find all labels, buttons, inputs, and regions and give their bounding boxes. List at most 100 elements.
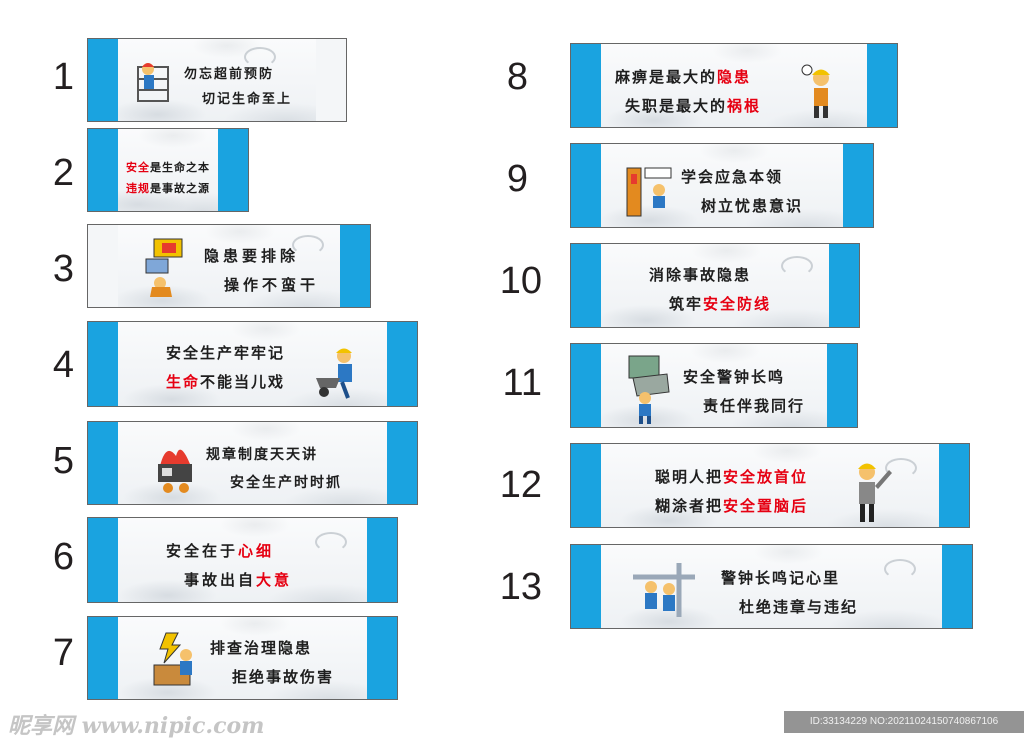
- slogan-line-2: 违规是事故之源: [126, 180, 210, 196]
- cloud-decor: [884, 559, 916, 579]
- safety-banner-11: 安全警钟长鸣 责任伴我同行: [570, 343, 858, 428]
- slogan-highlight: 安全: [126, 161, 150, 174]
- slogan-line-1: 安全生产牢牢记: [166, 344, 286, 362]
- slogan-line-1: 麻痹是最大的隐患: [615, 66, 751, 87]
- slogan: 安全是生命之本 违规是事故之源: [126, 159, 210, 196]
- blue-stripe-left: [88, 39, 118, 121]
- sign-number-11: 11: [502, 362, 542, 404]
- blue-stripe-right: [939, 444, 969, 527]
- crane-worker-icon: [145, 238, 183, 297]
- blue-stripe-right: [829, 244, 859, 327]
- blue-stripe-right: [843, 144, 873, 227]
- slogan-highlight: 安全防线: [703, 295, 772, 313]
- slogan: 安全警钟长鸣 责任伴我同行: [683, 366, 803, 416]
- slogan-highlight: 安全置脑后: [723, 497, 809, 515]
- blue-stripe-right: [340, 225, 370, 307]
- safety-banner-2: 安全是生命之本 违规是事故之源: [87, 128, 249, 212]
- cloud-decor: [292, 235, 324, 255]
- safety-banner-7: 排查治理隐患 拒绝事故伤害: [87, 616, 398, 700]
- slogan-highlight: 大意: [256, 571, 293, 589]
- slogan-line-1: 安全是生命之本: [126, 159, 210, 175]
- safety-banner-3: 隐患要排除 操作不蛮干: [87, 224, 371, 308]
- slogan-text: 事故出自: [184, 571, 257, 589]
- cloud-decor: [781, 256, 813, 276]
- workers-pipe-icon: [633, 563, 695, 617]
- slogan-text: 是事故之源: [150, 182, 210, 195]
- blue-stripe-left: [571, 545, 601, 628]
- fire-extinguisher-box-icon: [626, 167, 672, 217]
- safety-banner-13: 警钟长鸣记心里 杜绝违章与违纪: [570, 544, 973, 629]
- blue-stripe-right: [942, 545, 972, 628]
- slogan-line-1: 安全在于心细: [166, 540, 274, 561]
- slogan-highlight: 隐患: [717, 68, 752, 86]
- slogan: 消除事故隐患 筑牢安全防线: [649, 264, 769, 314]
- slogan: 麻痹是最大的隐患 失职是最大的祸根: [615, 66, 759, 116]
- blue-stripe-left: [571, 44, 601, 127]
- slogan-line-1: 规章制度天天讲: [206, 447, 318, 463]
- slogan-text: 安全在于: [166, 542, 239, 560]
- worker-wrench-icon: [858, 463, 892, 522]
- blue-stripe-left: [571, 444, 601, 527]
- sign-number-2: 2: [52, 152, 74, 194]
- slogan-line-2: 切记生命至上: [202, 92, 293, 107]
- blue-stripe-right: [827, 344, 857, 427]
- safety-banner-6: 安全在于心细 事故出自大意: [87, 517, 398, 603]
- slogan-line-2: 安全生产时时抓: [230, 475, 342, 491]
- safety-banner-12: 聪明人把安全放首位 糊涂者把安全置脑后: [570, 443, 970, 528]
- slogan-line-2: 杜绝违章与违纪: [739, 598, 859, 616]
- worker-scaffold-icon: [137, 63, 169, 102]
- slogan-text: 不能当儿戏: [200, 373, 286, 391]
- slogan-line-1: 聪明人把安全放首位: [655, 466, 808, 487]
- blue-stripe-left: [88, 129, 118, 211]
- safety-banner-4: 安全生产牢牢记 生命不能当儿戏: [87, 321, 418, 407]
- sign-number-4: 4: [52, 344, 74, 386]
- electrical-hazard-icon: [153, 632, 192, 686]
- slogan: 规章制度天天讲 安全生产时时抓: [206, 444, 340, 492]
- sign-number-6: 6: [52, 536, 74, 578]
- blue-stripe-right: [387, 322, 417, 406]
- slogan-line-2: 失职是最大的祸根: [625, 95, 761, 116]
- slogan-highlight: 生命: [166, 373, 201, 391]
- slogan-line-1: 隐患要排除: [204, 247, 300, 265]
- slogan-line-2: 操作不蛮干: [224, 276, 320, 294]
- safety-banner-8: 麻痹是最大的隐患 失职是最大的祸根: [570, 43, 898, 128]
- slogan-line-2: 生命不能当儿戏: [166, 371, 285, 392]
- blue-stripe-right: [367, 617, 397, 699]
- blue-stripe-left: [571, 244, 601, 327]
- slogan-line-1: 消除事故隐患: [649, 266, 752, 284]
- site-watermark: 昵享网 www.nipic.com: [8, 713, 265, 739]
- safety-banner-5: 规章制度天天讲 安全生产时时抓: [87, 421, 418, 505]
- slogan: 安全在于心细 事故出自大意: [166, 540, 289, 590]
- slogan-text: 筑牢: [669, 295, 704, 313]
- blue-stripe-left: [88, 617, 118, 699]
- sign-number-13: 13: [499, 566, 542, 608]
- slogan-line-1: 勿忘超前预防: [184, 67, 275, 82]
- blue-stripe-right: [218, 129, 248, 211]
- slogan-text: 糊涂者把: [655, 497, 724, 515]
- blue-stripe-left: [88, 322, 118, 406]
- blue-stripe-left: [571, 144, 601, 227]
- safety-banner-1: 勿忘超前预防 切记生命至上: [87, 38, 347, 122]
- slogan-line-2: 拒绝事故伤害: [232, 668, 335, 686]
- slogan-text: 失职是最大的: [625, 97, 728, 115]
- worker-wheelbarrow-icon: [316, 348, 352, 399]
- slogan-line-1: 排查治理隐患: [210, 639, 313, 657]
- image-id-bar: ID:33134229 NO:20211024150740867106: [784, 711, 1024, 733]
- slogan: 安全生产牢牢记 生命不能当儿戏: [166, 342, 285, 392]
- slogan-line-1: 警钟长鸣记心里: [721, 569, 841, 587]
- safety-banner-9: 学会应急本领 树立忧患意识: [570, 143, 874, 228]
- sign-number-9: 9: [506, 158, 528, 200]
- cloud-decor: [885, 458, 917, 478]
- cloud-decor: [315, 532, 347, 552]
- blue-stripe-right: [867, 44, 897, 127]
- sign-number-5: 5: [52, 440, 74, 482]
- slogan: 隐患要排除 操作不蛮干: [204, 245, 315, 295]
- blue-stripe-right: [387, 422, 417, 504]
- cloud-decor: [244, 47, 276, 67]
- sign-number-7: 7: [52, 632, 74, 674]
- slogan-highlight: 安全放首位: [723, 468, 809, 486]
- blue-stripe-left: [88, 422, 118, 504]
- sign-number-12: 12: [499, 464, 542, 506]
- slogan-highlight: 祸根: [727, 97, 762, 115]
- worker-thinking-icon: [801, 64, 830, 118]
